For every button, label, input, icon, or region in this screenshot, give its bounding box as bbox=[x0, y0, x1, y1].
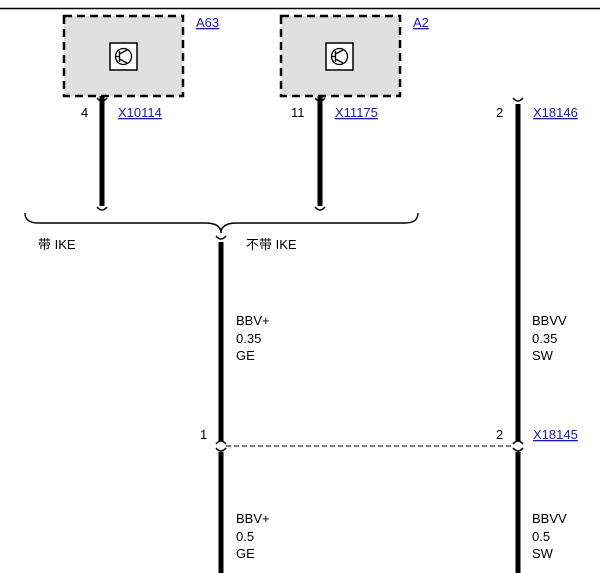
wire-color: GE bbox=[236, 348, 255, 363]
component-a63[interactable] bbox=[62, 14, 185, 98]
wire-right-upper bbox=[512, 97, 524, 441]
connector-ref-x10114[interactable]: X10114 bbox=[118, 105, 162, 120]
wire-signal: BBVV bbox=[532, 511, 567, 526]
wire-left-upper bbox=[215, 235, 227, 441]
wire-color: SW bbox=[532, 348, 554, 363]
wire-signal: BBV+ bbox=[236, 313, 270, 328]
wire-size: 0.5 bbox=[532, 529, 550, 544]
pin-number: 2 bbox=[496, 427, 503, 442]
component-ref-a63[interactable]: A63 bbox=[196, 15, 219, 30]
wire-size: 0.35 bbox=[532, 331, 557, 346]
pin-number: 4 bbox=[81, 105, 88, 120]
wire-a2 bbox=[314, 96, 326, 211]
wire-a63 bbox=[96, 96, 108, 211]
wire-size: 0.35 bbox=[236, 331, 261, 346]
connector-ref-x18146[interactable]: X18146 bbox=[533, 105, 578, 120]
wire-signal: BBVV bbox=[532, 313, 567, 328]
component-ref-a2[interactable]: A2 bbox=[413, 15, 429, 30]
wire-size: 0.5 bbox=[236, 529, 254, 544]
wire-color: GE bbox=[236, 546, 255, 561]
pin-number: 2 bbox=[496, 105, 503, 120]
variant-label-without-ike: 不带 IKE bbox=[246, 237, 297, 252]
pin-number: 1 bbox=[200, 427, 207, 442]
wire-signal: BBV+ bbox=[236, 511, 270, 526]
variant-brace bbox=[24, 212, 419, 234]
wire-color: SW bbox=[532, 546, 554, 561]
connector-x18145[interactable] bbox=[215, 440, 524, 452]
connector-ref-x18145[interactable]: X18145 bbox=[533, 427, 578, 442]
transistor-icon bbox=[109, 42, 138, 71]
pin-number: 11 bbox=[291, 105, 305, 120]
component-a2[interactable] bbox=[279, 14, 402, 98]
variant-label-with-ike: 带 IKE bbox=[38, 237, 76, 252]
connector-ref-x11175[interactable]: X11175 bbox=[335, 105, 378, 120]
transistor-icon bbox=[325, 42, 354, 71]
